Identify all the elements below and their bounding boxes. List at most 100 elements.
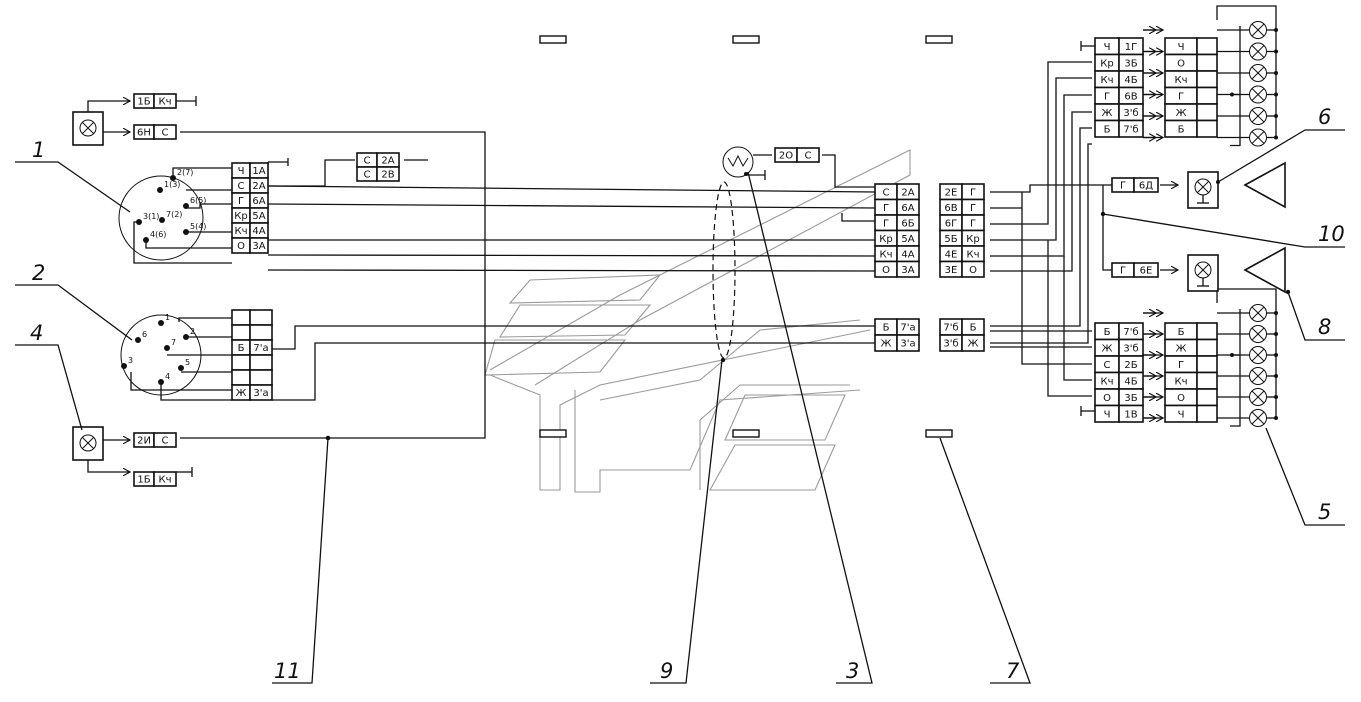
connector-cell: Кч bbox=[234, 226, 247, 237]
connector-cell: 3'а bbox=[900, 339, 915, 350]
wires bbox=[180, 61, 1112, 439]
connector-cell: 6Н bbox=[137, 128, 151, 139]
connector-cell: 3'б bbox=[943, 339, 958, 350]
connector-cell: Ж bbox=[1102, 343, 1113, 354]
connector-cell: Б bbox=[1104, 124, 1111, 135]
connector-cell: Г bbox=[238, 196, 244, 207]
callout-5: 5 bbox=[1318, 500, 1331, 524]
trailer-socket-1: 1(3)2(7)7(2)6(5)3(1)4(6)5(4) bbox=[118, 158, 289, 264]
socket-pin bbox=[159, 217, 165, 223]
connector-cell: О bbox=[237, 241, 245, 252]
socket-pin-label: 2(7) bbox=[177, 168, 193, 177]
callout-1: 1 bbox=[32, 138, 45, 162]
connector-cell: Кр bbox=[1100, 58, 1113, 69]
socket-pin-label: 3(1) bbox=[143, 212, 159, 221]
socket-pin-label: 4(6) bbox=[150, 230, 166, 239]
connector-cell: 4Б bbox=[1124, 376, 1137, 387]
connector-cell: Ж bbox=[1176, 108, 1187, 119]
connector-cell: 3'б bbox=[1123, 108, 1138, 119]
connector-cell: Г bbox=[883, 203, 889, 214]
connector-cell: Г bbox=[1120, 181, 1126, 192]
connector-cell: 3Б bbox=[1124, 58, 1137, 69]
lamp-bank-bottom bbox=[1143, 288, 1278, 427]
lamp-icon bbox=[1249, 388, 1267, 406]
connector-cell: 5Б bbox=[944, 234, 957, 245]
socket-pin bbox=[143, 237, 149, 243]
lamp-icon bbox=[1249, 367, 1267, 385]
connector-cell: 3Б bbox=[1124, 393, 1137, 404]
connector-cell: О bbox=[969, 265, 977, 276]
connector-cell: Б bbox=[1178, 327, 1185, 338]
connector-cell: 1Б bbox=[137, 475, 150, 486]
connector-cell: Кч bbox=[158, 475, 171, 486]
connector-cell: Г bbox=[1178, 91, 1184, 102]
connector-cell: 2О bbox=[779, 151, 793, 162]
connector-cell: 7'б bbox=[1123, 327, 1138, 338]
connector-cell: Кч bbox=[158, 97, 171, 108]
connector-cell: Г bbox=[1120, 266, 1126, 277]
callout-11: 11 bbox=[274, 659, 301, 683]
callout-4: 4 bbox=[30, 321, 43, 345]
socket-pin bbox=[178, 365, 184, 371]
connector-cell: 7'б bbox=[1123, 124, 1138, 135]
socket-pin-label: 7 bbox=[171, 338, 176, 347]
callout-numbers: 1 2 4 11 9 3 7 6 10 8 5 bbox=[30, 105, 1345, 683]
callout-leaders bbox=[15, 129, 1345, 684]
connector-cell: Кч bbox=[1100, 75, 1113, 86]
connector-cell: Кч bbox=[1100, 376, 1113, 387]
connector-cell: Кч bbox=[966, 249, 979, 260]
connector-cell: 2В bbox=[381, 170, 394, 181]
connector-cell: 3Е bbox=[945, 265, 958, 276]
connector-cell: О bbox=[1177, 393, 1185, 404]
callout-3: 3 bbox=[846, 659, 859, 683]
connector-cell: Г bbox=[970, 187, 976, 198]
lamp-bank-top bbox=[1143, 5, 1278, 147]
connector-cell: 6А bbox=[252, 196, 265, 207]
callout-8: 8 bbox=[1318, 315, 1331, 339]
callout-9: 9 bbox=[660, 659, 673, 683]
socket-pin bbox=[170, 175, 176, 181]
connector-cell: Кч bbox=[879, 249, 892, 260]
connector-cell: Ж bbox=[1176, 343, 1187, 354]
connector-cell: Кр bbox=[879, 234, 892, 245]
lamp-icon bbox=[1249, 42, 1267, 61]
connector-mirror-top: Г 6Д bbox=[1111, 177, 1159, 193]
connector-cell: 6Г bbox=[945, 218, 957, 229]
connector-cell: О bbox=[1103, 393, 1111, 404]
connector-cell: С bbox=[1104, 360, 1111, 371]
socket-pin-label: 5(4) bbox=[190, 222, 206, 231]
connector-cell: 4Е bbox=[945, 249, 958, 260]
background-cab-outline bbox=[484, 149, 911, 493]
socket-pin-label: 2 bbox=[190, 327, 195, 336]
connector-cell: Ч bbox=[1104, 409, 1111, 420]
connector-cell: 2А bbox=[252, 181, 265, 192]
connector-cell: 3А bbox=[252, 241, 265, 252]
connector-cell: 1А bbox=[252, 166, 265, 177]
connector-cell: Ч bbox=[1104, 42, 1111, 53]
socket-pin bbox=[164, 345, 170, 351]
connector-cell: 6Б bbox=[901, 218, 914, 229]
connector-cell: Кр bbox=[234, 211, 247, 222]
connector-cell: Ч bbox=[238, 166, 245, 177]
connector-cell: 3'б bbox=[1123, 343, 1138, 354]
socket-pin bbox=[183, 203, 189, 209]
connector-cell: 2Б bbox=[1124, 360, 1137, 371]
connector-cell: 6Д bbox=[1139, 181, 1153, 192]
socket-pin-label: 6(5) bbox=[190, 196, 206, 205]
lamp-icon bbox=[1249, 409, 1267, 427]
socket-pin-label: 6 bbox=[142, 330, 147, 339]
connector-cell: Г bbox=[1178, 360, 1184, 371]
connector-cell: 6А bbox=[901, 203, 914, 214]
lamp-icon bbox=[1249, 21, 1267, 39]
connector-cell: 6В bbox=[944, 203, 957, 214]
